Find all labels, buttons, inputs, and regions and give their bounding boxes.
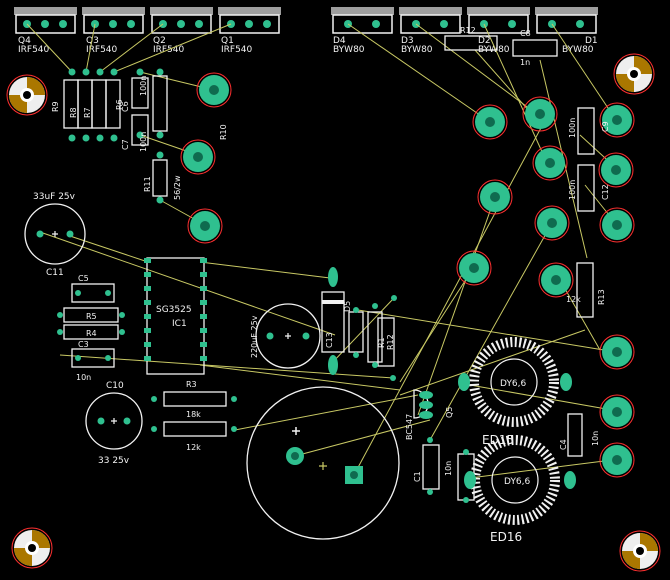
r12-label: R12 bbox=[460, 26, 476, 35]
q4-value-label: IRF540 bbox=[18, 45, 50, 55]
r6-label: R6 bbox=[115, 99, 124, 110]
r3-ref-label: R3 bbox=[186, 380, 197, 389]
airwires bbox=[26, 23, 618, 479]
q3-value-label: IRF540 bbox=[86, 45, 118, 55]
ic1-ref-label: IC1 bbox=[172, 319, 187, 329]
power-pads bbox=[180, 72, 635, 478]
r9-label: R9 bbox=[51, 101, 60, 112]
c3-label: C3 bbox=[78, 340, 89, 349]
toroid-lower-value: DY6,6 bbox=[504, 477, 531, 487]
d2-ref-label: D2 bbox=[478, 36, 491, 46]
c13-label: C13 bbox=[325, 332, 334, 348]
mounting-hole-br bbox=[619, 530, 661, 572]
toroid-lower bbox=[464, 435, 576, 525]
c2-value-label: 220uF 25v bbox=[250, 315, 259, 358]
r3-value-label: 18k bbox=[186, 410, 201, 419]
q5-value-label: BC547 bbox=[405, 414, 414, 440]
q5-transistor bbox=[413, 389, 433, 419]
q1-value-label: IRF540 bbox=[221, 45, 253, 55]
q2-ref-label: Q2 bbox=[153, 36, 166, 46]
r10-label: R10 bbox=[219, 124, 228, 140]
c4-label: C4 bbox=[559, 439, 568, 450]
ic1-sg3525 bbox=[144, 257, 207, 375]
c10-capacitor bbox=[85, 392, 143, 450]
d2-header bbox=[467, 7, 530, 34]
c10-value-label: 33 25v bbox=[98, 456, 130, 466]
resistor-bank bbox=[63, 79, 121, 129]
mounting-holes bbox=[6, 53, 661, 572]
d1-value-label: BYW80 bbox=[562, 45, 594, 55]
c9-label: C9 bbox=[601, 121, 610, 132]
d4-ref-label: D4 bbox=[333, 36, 346, 46]
r8-label: R8 bbox=[69, 107, 78, 118]
r11-label: R11 bbox=[143, 176, 152, 192]
c10-ref-label: C10 bbox=[106, 381, 124, 391]
c7-value-label: 100n bbox=[139, 132, 148, 152]
c6-value-label: 100n bbox=[139, 76, 148, 96]
d5-ref-label: D5 bbox=[343, 301, 352, 312]
c9-value-label: 100n bbox=[568, 118, 577, 138]
left-passives bbox=[63, 283, 119, 368]
toroid-upper-value: DY6,6 bbox=[500, 379, 527, 389]
c8-label: C8 bbox=[520, 29, 531, 38]
r2-label: R12 bbox=[386, 334, 395, 350]
d4-header bbox=[331, 7, 394, 34]
r1-label: R1 bbox=[377, 337, 386, 348]
ic1-value-label: SG3525 bbox=[156, 305, 192, 315]
r11-value-label: 56/2w bbox=[173, 175, 182, 200]
r3b-value-label: 12k bbox=[186, 443, 201, 452]
c3-value-label: 10n bbox=[76, 373, 91, 382]
q3-header bbox=[82, 7, 145, 34]
c6-c7-caps bbox=[131, 75, 168, 197]
r13-value-label: 12k bbox=[566, 295, 581, 304]
toroid-upper-ref: ED15 bbox=[482, 433, 514, 447]
c7-label: C7 bbox=[121, 139, 130, 150]
q5-ref-label: Q5 bbox=[445, 407, 454, 418]
c12-value-label: 100n bbox=[568, 180, 577, 200]
bulk-capacitor bbox=[246, 386, 400, 540]
c12-label: C12 bbox=[601, 184, 610, 200]
c6-label: C6 bbox=[121, 101, 130, 112]
q1-ref-label: Q1 bbox=[221, 36, 234, 46]
mounting-hole-bl bbox=[11, 527, 53, 569]
q3-ref-label: Q3 bbox=[86, 36, 99, 46]
r13-label: R13 bbox=[597, 289, 606, 305]
toroid-lower-ref: ED16 bbox=[490, 530, 522, 544]
c5-label: C5 bbox=[78, 274, 89, 283]
c11-capacitor bbox=[24, 203, 86, 265]
d4-value-label: BYW80 bbox=[333, 45, 365, 55]
c2-capacitor bbox=[255, 303, 321, 369]
r4-label: R4 bbox=[86, 329, 97, 338]
c1-ref-label: C1 bbox=[413, 471, 422, 482]
mounting-hole-tr bbox=[613, 53, 655, 95]
header-blocks bbox=[14, 7, 598, 34]
c1-value-label: 10n bbox=[444, 461, 453, 476]
d3-value-label: BYW80 bbox=[401, 45, 433, 55]
c11-ref-label: C11 bbox=[46, 268, 64, 278]
d1-ref-label: D1 bbox=[585, 36, 598, 46]
r5-label: R5 bbox=[86, 312, 97, 321]
q4-ref-label: Q4 bbox=[18, 36, 31, 46]
c8-value-label: 1n bbox=[520, 58, 530, 67]
c4-value-label: 10n bbox=[591, 431, 600, 446]
r7-label: R7 bbox=[83, 107, 92, 118]
toroid-upper bbox=[458, 337, 572, 427]
c11-value-label: 33uF 25v bbox=[33, 192, 76, 202]
d3-ref-label: D3 bbox=[401, 36, 414, 46]
mounting-hole-tl bbox=[6, 74, 48, 116]
